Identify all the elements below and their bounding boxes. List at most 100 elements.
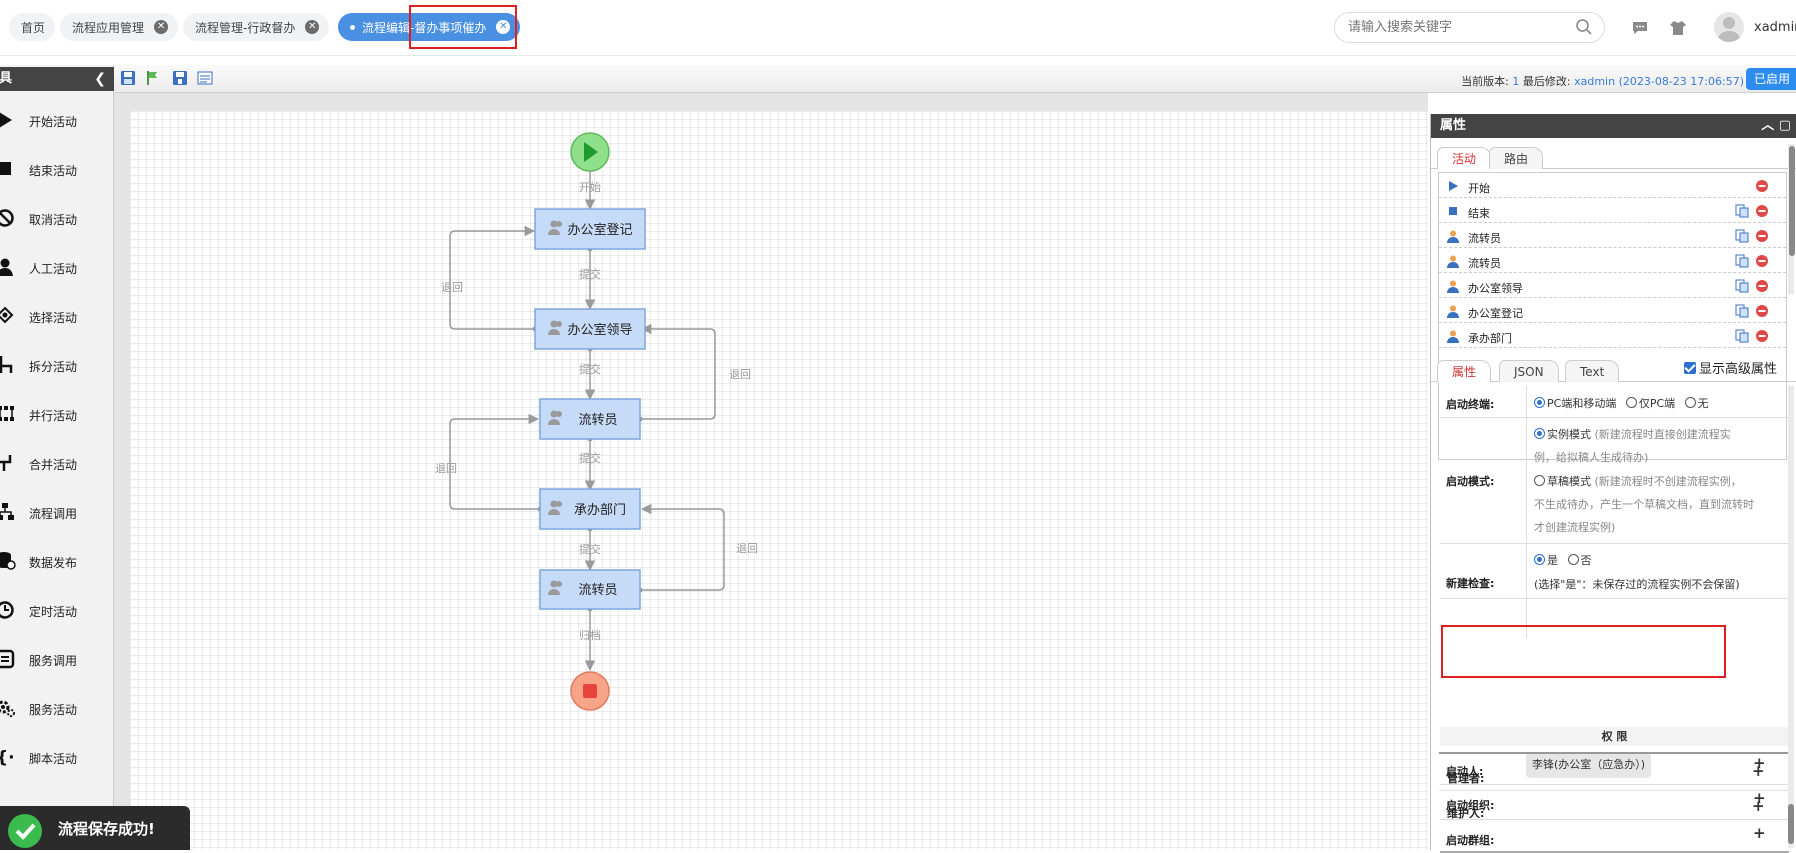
collapse-up-icon[interactable]: ︿ ▢ — [1761, 118, 1791, 133]
publish-flag-icon[interactable] — [144, 70, 160, 86]
radio-instance-mode[interactable] — [1534, 428, 1545, 439]
palette-item-label: 数据发布 — [29, 556, 78, 570]
delete-icon[interactable] — [1755, 279, 1769, 293]
palette-item-service-call[interactable]: 服务调用 — [0, 644, 114, 674]
palette-item-manual[interactable]: 人工活动 — [0, 252, 114, 282]
starter-chip[interactable]: 李锋(办公室（应急办）) — [1526, 752, 1652, 778]
palette-item-data-publish[interactable]: 数据发布 — [0, 546, 114, 576]
tab-properties[interactable]: 属性 — [1437, 360, 1492, 382]
copy-icon[interactable] — [1735, 304, 1749, 318]
delete-icon[interactable] — [1755, 229, 1769, 243]
node-label: 流转员 — [578, 583, 617, 598]
end-square-icon — [1449, 207, 1457, 215]
add-start-org-button[interactable]: + — [1753, 789, 1766, 807]
username[interactable]: xadmin — [1754, 20, 1796, 35]
tab-text[interactable]: Text — [1565, 360, 1620, 382]
add-starter-button[interactable]: + — [1753, 754, 1766, 772]
tab-label: 首页 — [21, 20, 46, 35]
activity-name: 开始 — [1468, 182, 1490, 195]
editor-toolbar: 当前版本: 1 最后修改: xadmin (2023-08-23 17:06:5… — [114, 65, 1796, 93]
advanced-toggle[interactable]: 显示高级属性 — [1684, 358, 1777, 377]
shirt-theme-icon[interactable] — [1668, 18, 1688, 38]
copy-icon[interactable] — [1735, 329, 1749, 343]
delete-icon[interactable] — [1755, 304, 1769, 318]
process-call-icon — [0, 503, 14, 520]
status-badge[interactable]: 已启用 — [1745, 68, 1796, 90]
palette-item-process-call[interactable]: 流程调用 — [0, 497, 114, 527]
tab-routes[interactable]: 路由 — [1489, 147, 1544, 169]
delete-icon[interactable] — [1755, 329, 1769, 343]
palette-item-service[interactable]: 服务活动 — [0, 693, 114, 723]
end-node[interactable] — [570, 671, 610, 711]
start-node[interactable] — [570, 132, 610, 172]
list-item[interactable]: 流转员 — [1439, 223, 1786, 248]
palette-item-timer[interactable]: 定时活动 — [0, 595, 114, 625]
add-start-group-button[interactable]: + — [1753, 824, 1766, 842]
radio-yes[interactable] — [1534, 554, 1545, 565]
close-icon[interactable]: ✕ — [496, 20, 511, 34]
palette-item-start[interactable]: 开始活动 — [0, 105, 114, 135]
delete-icon[interactable] — [1755, 204, 1769, 218]
toast-message: 流程保存成功! — [58, 820, 155, 838]
property-scroll-thumb[interactable] — [1788, 804, 1794, 844]
advanced-checkbox[interactable] — [1684, 362, 1696, 374]
radio-pc-mobile[interactable] — [1534, 397, 1545, 408]
tab-process-app-manage[interactable]: 流程应用管理 ✕ — [60, 13, 179, 41]
flow-canvas[interactable]: 办公室登记 办公室领导 流转员 承办部门 流转员 开始 提交 提交 提交 提交 … — [130, 111, 1428, 850]
list-item[interactable]: 开始 — [1439, 173, 1786, 198]
list-item[interactable]: 流转员 — [1439, 248, 1786, 273]
palette-item-cancel[interactable]: 取消活动 — [0, 203, 114, 233]
copy-icon[interactable] — [1735, 229, 1749, 243]
activity-node[interactable] — [539, 569, 641, 610]
activity-node[interactable] — [539, 488, 641, 530]
radio-pc-only[interactable] — [1625, 397, 1637, 408]
collapse-chevron-icon[interactable]: ❮ — [94, 71, 106, 87]
copy-icon[interactable] — [1735, 254, 1749, 268]
palette-item-end[interactable]: 结束活动 — [0, 154, 114, 184]
flow-diagram: 办公室登记 办公室领导 流转员 承办部门 流转员 开始 提交 提交 提交 提交 … — [435, 132, 758, 711]
palette-item-script[interactable]: {·} 脚本活动 — [0, 742, 114, 772]
palette-item-choice[interactable]: 选择活动 — [0, 301, 114, 331]
play-icon — [584, 142, 598, 162]
add-maintainer-button[interactable]: + — [1752, 797, 1765, 815]
activity-node[interactable] — [534, 208, 646, 250]
save-as-icon[interactable] — [172, 70, 188, 86]
close-icon[interactable]: ✕ — [154, 20, 169, 34]
save-icon[interactable] — [120, 70, 136, 86]
tab-activities[interactable]: 活动 — [1437, 147, 1492, 169]
property-scrollbar[interactable] — [1788, 386, 1794, 848]
list-item[interactable]: 承办部门 — [1439, 323, 1786, 348]
copy-icon[interactable] — [1735, 279, 1749, 293]
radio-none[interactable] — [1684, 397, 1696, 408]
copy-icon[interactable] — [1735, 204, 1749, 218]
message-icon[interactable] — [1630, 18, 1650, 38]
radio-draft-mode[interactable] — [1534, 475, 1545, 486]
tab-process-edit[interactable]: 流程编辑-督办事项催办 ✕ — [338, 13, 521, 41]
palette-item-parallel[interactable]: 并行活动 — [0, 399, 114, 429]
palette-item-label: 取消活动 — [29, 213, 78, 227]
list-item[interactable]: 结束 — [1439, 198, 1786, 223]
delete-icon[interactable] — [1755, 179, 1769, 193]
delete-icon[interactable] — [1755, 254, 1769, 268]
add-manager-button[interactable]: + — [1752, 762, 1765, 780]
tab-json[interactable]: JSON — [1499, 360, 1559, 382]
palette-item-split[interactable]: 拆分活动 — [0, 350, 114, 380]
user-icon — [1447, 280, 1459, 293]
radio-label: 否 — [1580, 554, 1592, 567]
avatar[interactable] — [1714, 12, 1744, 42]
palette-item-merge[interactable]: 合并活动 — [0, 448, 114, 478]
radio-no[interactable] — [1567, 554, 1579, 565]
list-item[interactable]: 办公室登记 — [1439, 298, 1786, 323]
search-input[interactable] — [1334, 12, 1605, 43]
tab-process-manage[interactable]: 流程管理-行政督办 ✕ — [183, 13, 330, 41]
search-icon[interactable] — [1575, 18, 1593, 36]
close-icon[interactable]: ✕ — [305, 20, 320, 34]
version-label: 当前版本: — [1461, 75, 1509, 88]
tab-home[interactable]: 首页 — [9, 13, 56, 41]
list-item[interactable]: 办公室领导 — [1439, 273, 1786, 298]
edge-label: 提交 — [579, 542, 601, 556]
form-view-icon[interactable] — [197, 70, 213, 86]
activity-node[interactable] — [539, 398, 641, 440]
activity-list-scroll-thumb[interactable] — [1789, 146, 1795, 256]
activity-node[interactable] — [534, 308, 646, 350]
